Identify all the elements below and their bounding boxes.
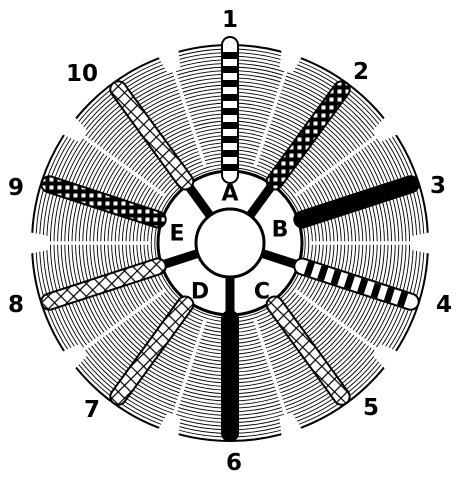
core-slot-gap (78, 288, 167, 354)
wire-label-7: 7 (84, 397, 100, 423)
core-slot (156, 46, 181, 73)
wire-4 (293, 257, 420, 311)
wire-core (111, 297, 193, 404)
core-slot-gap (293, 132, 382, 198)
core-slot-gap (78, 132, 167, 198)
wire-number-labels: 1 2 3 4 5 6 7 8 9 10 (8, 7, 452, 476)
core-slot-gap (253, 318, 290, 421)
segment-label-e: E (169, 222, 184, 247)
wire-label-1: 1 (222, 7, 238, 33)
wires (40, 36, 420, 442)
segment-label-b: B (272, 218, 289, 243)
core-slot (279, 46, 304, 73)
wire-band (343, 274, 355, 290)
commutator-hub (194, 207, 266, 279)
commutator (156, 169, 304, 317)
wire-7 (109, 295, 195, 406)
wire-band (317, 265, 329, 281)
wire-core (295, 177, 418, 227)
wire-core (267, 297, 349, 404)
core-slot-gap (293, 288, 382, 354)
commutator-divider (246, 182, 276, 219)
wire-label-4: 4 (436, 292, 452, 318)
core-slot (279, 413, 304, 440)
segment-label-d: D (191, 280, 209, 305)
wire-band (370, 282, 382, 299)
wire-2 (265, 80, 351, 191)
wire-band (357, 278, 369, 294)
wire-band (383, 287, 395, 303)
wire-core (267, 82, 349, 189)
wire-label-2: 2 (353, 59, 369, 85)
wire-10 (109, 80, 195, 191)
wire-band (330, 269, 342, 286)
wire-core (111, 82, 193, 189)
commutator-divider (160, 249, 200, 270)
wire-9 (40, 175, 167, 229)
core-slot (156, 413, 181, 440)
wire-band (397, 291, 409, 307)
segment-label-a: A (221, 182, 238, 207)
commutator-segment-labels: A B C D E (169, 182, 288, 305)
wire-3 (293, 175, 420, 229)
wire-label-5: 5 (363, 395, 379, 421)
commutator-divider (184, 182, 214, 219)
commutator-divider (260, 249, 300, 270)
core-slot-gap (170, 318, 207, 421)
wire-label-6: 6 (226, 450, 242, 476)
wire-label-10: 10 (66, 61, 98, 87)
core-slot (27, 231, 49, 255)
wire-label-3: 3 (430, 173, 446, 199)
core-slots (27, 46, 433, 440)
core-slot (411, 231, 433, 255)
wire-core (42, 177, 165, 227)
wire-core (42, 259, 165, 309)
core-slot-gap (170, 65, 207, 168)
core-slot-gap (253, 65, 290, 168)
wire-5 (265, 295, 351, 406)
wire-label-9: 9 (8, 175, 24, 201)
wire-band (303, 261, 315, 277)
wire-label-8: 8 (8, 292, 24, 318)
wire-8 (40, 257, 167, 311)
segment-label-c: C (254, 280, 270, 305)
